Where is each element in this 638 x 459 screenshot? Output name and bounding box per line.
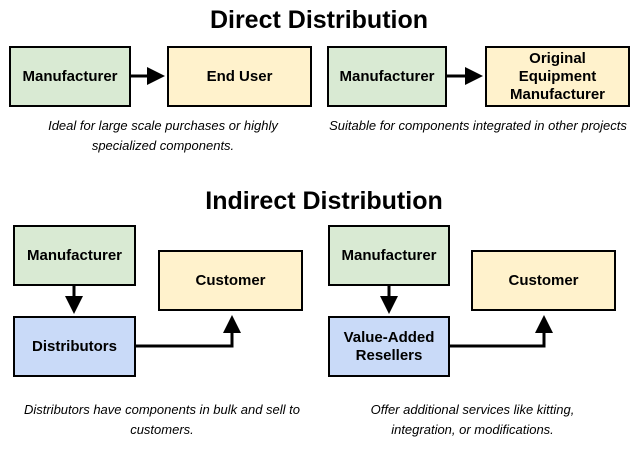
indirect-left-manufacturer-box: Manufacturer [13, 225, 136, 286]
direct-distribution-title: Direct Distribution [209, 6, 429, 34]
direct-right-caption: Suitable for components integrated in ot… [329, 118, 627, 133]
indirect-right-elbow-arrow [450, 315, 553, 348]
indirect-right-caption: Offer additional services like kitting, … [370, 402, 575, 437]
indirect-left-caption: Distributors have components in bulk and… [23, 402, 301, 437]
indirect-left-customer-box: Customer [158, 250, 303, 311]
direct-left-end-user-box: End User [167, 46, 312, 107]
direct-right-oem-box: Original Equipment Manufacturer [485, 46, 630, 107]
direct-right-manufacturer-box: Manufacturer [327, 46, 447, 107]
indirect-right-manufacturer-box: Manufacturer [328, 225, 450, 286]
indirect-left-elbow-arrow [136, 315, 241, 348]
indirect-right-customer-box: Customer [471, 250, 616, 311]
direct-left-manufacturer-box: Manufacturer [9, 46, 131, 107]
indirect-right-var-box: Value-Added Resellers [328, 316, 450, 377]
indirect-left-distributors-box: Distributors [13, 316, 136, 377]
indirect-distribution-title: Indirect Distribution [205, 187, 443, 215]
direct-left-caption: Ideal for large scale purchases or highl… [48, 118, 278, 153]
